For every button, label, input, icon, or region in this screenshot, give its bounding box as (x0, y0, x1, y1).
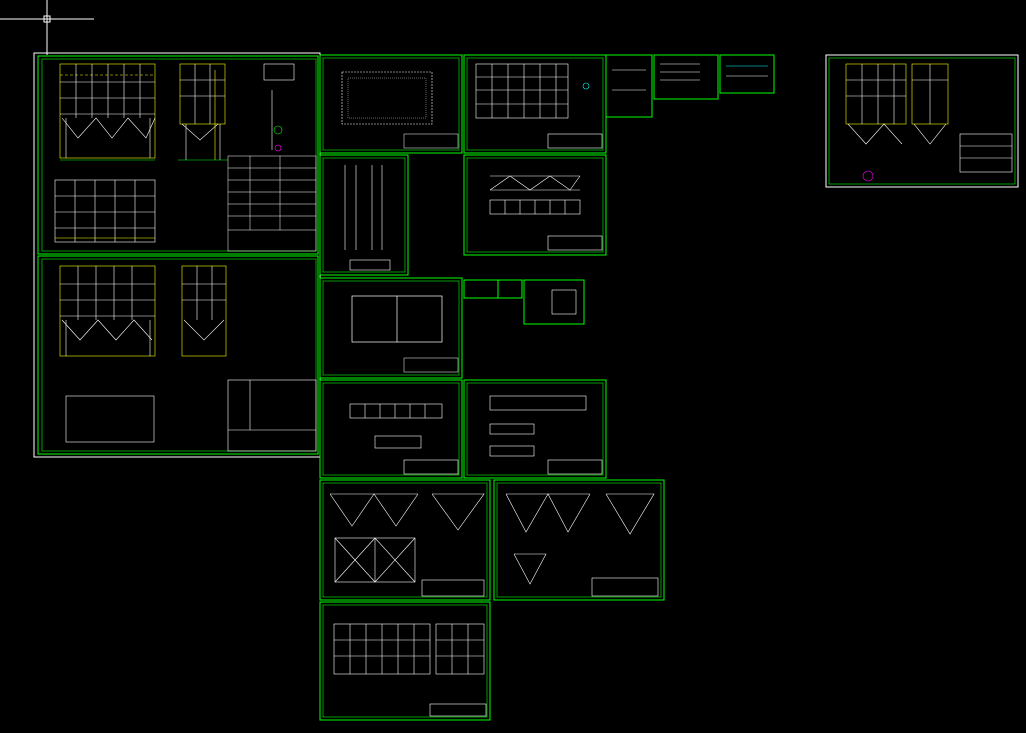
sheet-hopper-sections[interactable] (493, 479, 665, 601)
sheet-hopper-plan[interactable] (319, 479, 491, 601)
sheet-truss-elevation[interactable] (463, 154, 607, 256)
crosshair-cursor-icon (0, 0, 94, 55)
sheet-frame-rectangle[interactable] (319, 277, 463, 379)
sheet-plan-grid[interactable] (319, 54, 463, 154)
sheet-small-b[interactable] (653, 54, 719, 100)
sheet-small-c[interactable] (719, 54, 775, 94)
sheet-grid-elevation[interactable] (319, 601, 491, 721)
sheet-small-details[interactable] (463, 279, 585, 325)
sheet-right-overview[interactable] (825, 54, 1019, 188)
sheet-roof-grid[interactable] (463, 54, 607, 154)
sheet-beam-elevation[interactable] (319, 379, 463, 479)
sheet-column-detail[interactable] (319, 154, 409, 276)
sheet-group-left[interactable] (33, 52, 321, 458)
sheet-small-a[interactable] (605, 54, 653, 118)
sheet-plate-details[interactable] (463, 379, 607, 479)
